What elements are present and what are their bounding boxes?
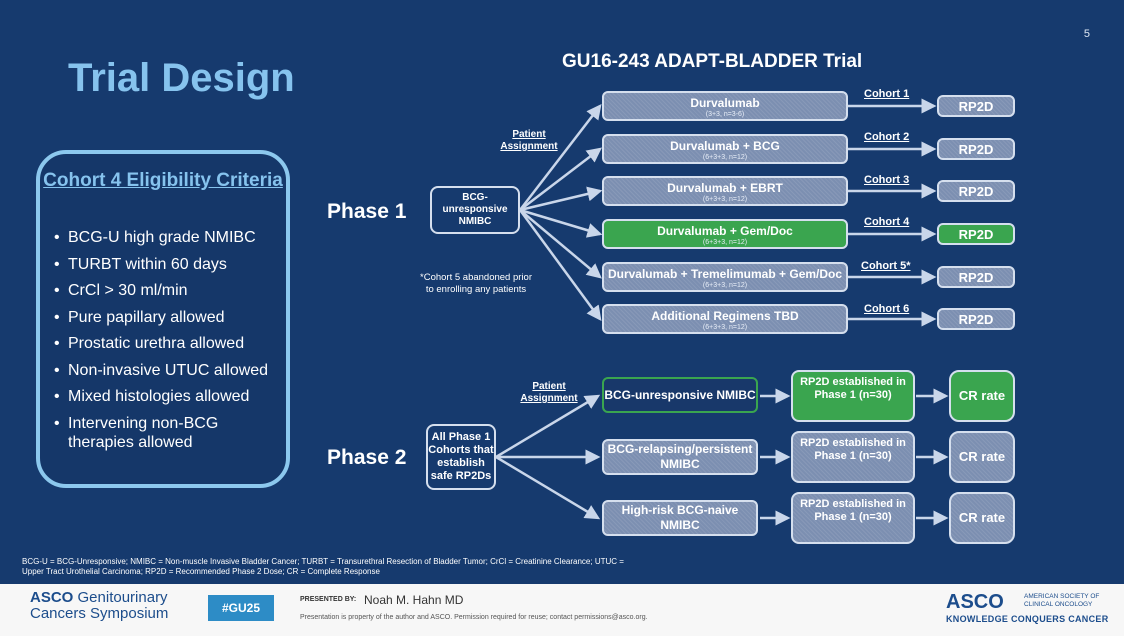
property-notice: Presentation is property of the author a… (300, 614, 648, 621)
rp2d-established-2: RP2D established in Phase 1 (n=30) (791, 431, 915, 483)
eligibility-item: Prostatic urethra allowed (54, 334, 282, 353)
phase1-arm-3: Durvalumab + EBRT (6+3+3, n=12) (602, 176, 848, 206)
flow-arrows (495, 98, 949, 526)
eligibility-panel: Cohort 4 Eligibility Criteria BCG-U high… (36, 150, 290, 488)
eligibility-list: BCG-U high grade NMIBC TURBT within 60 d… (54, 228, 282, 459)
eligibility-item: BCG-U high grade NMIBC (54, 228, 282, 247)
rp2d-box-1: RP2D (937, 95, 1015, 117)
phase1-arm-1: Durvalumab (3+3, n=3-6) (602, 91, 848, 121)
phase1-assignment-label: Patient Assignment (500, 129, 558, 152)
eligibility-item: CrCl > 30 ml/min (54, 281, 282, 300)
arm-name: BCG-relapsing/persistent NMIBC (607, 442, 753, 471)
eligibility-item: Intervening non-BCG therapies allowed (54, 414, 282, 452)
tagline: KNOWLEDGE CONQUERS CANCER (946, 614, 1109, 624)
cohort-label-6: Cohort 6 (864, 303, 910, 315)
phase1-arm-2: Durvalumab + BCG (6+3+3, n=12) (602, 134, 848, 164)
phase1-arm-5: Durvalumab + Tremelimumab + Gem/Doc (6+3… (602, 262, 848, 292)
slide: 5 Trial Design GU16-243 ADAPT-BLADDER Tr… (0, 0, 1124, 584)
arm-detail: (6+3+3, n=12) (702, 239, 748, 246)
rp2d-established-1: RP2D established in Phase 1 (n=30) (791, 370, 915, 422)
logo-brand: ASCO (30, 589, 74, 606)
arm-name: High-risk BCG-naive NMIBC (621, 503, 739, 532)
rp2d-box-3: RP2D (937, 180, 1015, 202)
arm-detail: (6+3+3, n=12) (702, 196, 748, 203)
arm-name: Durvalumab + Tremelimumab + Gem/Doc (607, 267, 843, 281)
rp2d-box-4: RP2D (937, 223, 1015, 245)
arm-name: Durvalumab (690, 96, 760, 110)
presented-by-label: PRESENTED BY: (300, 596, 357, 603)
eligibility-item: Pure papillary allowed (54, 308, 282, 327)
arm-detail: (6+3+3, n=12) (702, 324, 748, 331)
phase2-label: Phase 2 (327, 446, 407, 469)
cohort-label-2: Cohort 2 (864, 131, 910, 143)
hashtag-badge: #GU25 (208, 595, 274, 621)
rp2d-box-6: RP2D (937, 308, 1015, 330)
arm-name: Durvalumab + Gem/Doc (657, 224, 793, 238)
logo-line-2: Cancers Symposium (30, 605, 169, 622)
arm-name: Durvalumab + EBRT (667, 181, 783, 195)
page-number: 5 (1083, 28, 1090, 40)
arm-detail: (6+3+3, n=12) (702, 282, 748, 289)
phase1-source-text: BCG-unresponsive NMIBC (442, 192, 508, 227)
slide-title: Trial Design (68, 56, 295, 100)
cohort-label-3: Cohort 3 (864, 174, 910, 186)
presenter-name: Noah M. Hahn MD (364, 593, 464, 607)
eligibility-item: Non-invasive UTUC allowed (54, 361, 282, 380)
asco-logo: ASCO (946, 591, 1004, 613)
phase2-arm-1: BCG-unresponsive NMIBC (602, 377, 758, 413)
arm-name: BCG-unresponsive NMIBC (604, 387, 756, 402)
society-name: AMERICAN SOCIETY OF CLINICAL ONCOLOGY (1024, 593, 1100, 608)
cohort-label-1: Cohort 1 (864, 88, 910, 100)
cr-rate-box-1: CR rate (949, 370, 1015, 422)
footer-bar: ASCO Genitourinary Cancers Symposium #GU… (0, 584, 1124, 636)
cr-rate-box-3: CR rate (949, 492, 1015, 544)
cohort5-note: *Cohort 5 abandoned prior to enrolling a… (420, 272, 532, 295)
arm-detail: (6+3+3, n=12) (702, 154, 748, 161)
phase1-source-box: BCG-unresponsive NMIBC (430, 186, 520, 234)
arm-name: Durvalumab + BCG (670, 139, 780, 153)
phase2-arm-3: High-risk BCG-naive NMIBC (602, 500, 758, 536)
eligibility-item: Mixed histologies allowed (54, 387, 282, 406)
phase1-arm-4: Durvalumab + Gem/Doc (6+3+3, n=12) (602, 219, 848, 249)
cr-rate-box-2: CR rate (949, 431, 1015, 483)
rp2d-box-2: RP2D (937, 138, 1015, 160)
trial-title: GU16-243 ADAPT-BLADDER Trial (562, 51, 863, 72)
arm-detail: (3+3, n=3-6) (705, 111, 745, 118)
phase2-source-box: All Phase 1 Cohorts that establish safe … (426, 424, 496, 490)
phase1-arm-6: Additional Regimens TBD (6+3+3, n=12) (602, 304, 848, 334)
symposium-logo: ASCO Genitourinary Cancers Symposium (30, 590, 168, 622)
eligibility-item: TURBT within 60 days (54, 255, 282, 274)
arm-name: Additional Regimens TBD (651, 309, 799, 323)
logo-line-1: Genitourinary (77, 589, 168, 606)
eligibility-title: Cohort 4 Eligibility Criteria (43, 170, 283, 191)
cohort-label-5: Cohort 5* (861, 260, 911, 272)
phase1-label: Phase 1 (327, 200, 407, 223)
phase2-source-text: All Phase 1 Cohorts that establish safe … (428, 431, 494, 482)
abbreviations-footnote: BCG-U = BCG-Unresponsive; NMIBC = Non-mu… (22, 557, 624, 576)
rp2d-established-3: RP2D established in Phase 1 (n=30) (791, 492, 915, 544)
phase2-assignment-label: Patient Assignment (520, 381, 578, 404)
rp2d-box-5: RP2D (937, 266, 1015, 288)
phase2-arm-2: BCG-relapsing/persistent NMIBC (602, 439, 758, 475)
cohort-label-4: Cohort 4 (864, 216, 910, 228)
